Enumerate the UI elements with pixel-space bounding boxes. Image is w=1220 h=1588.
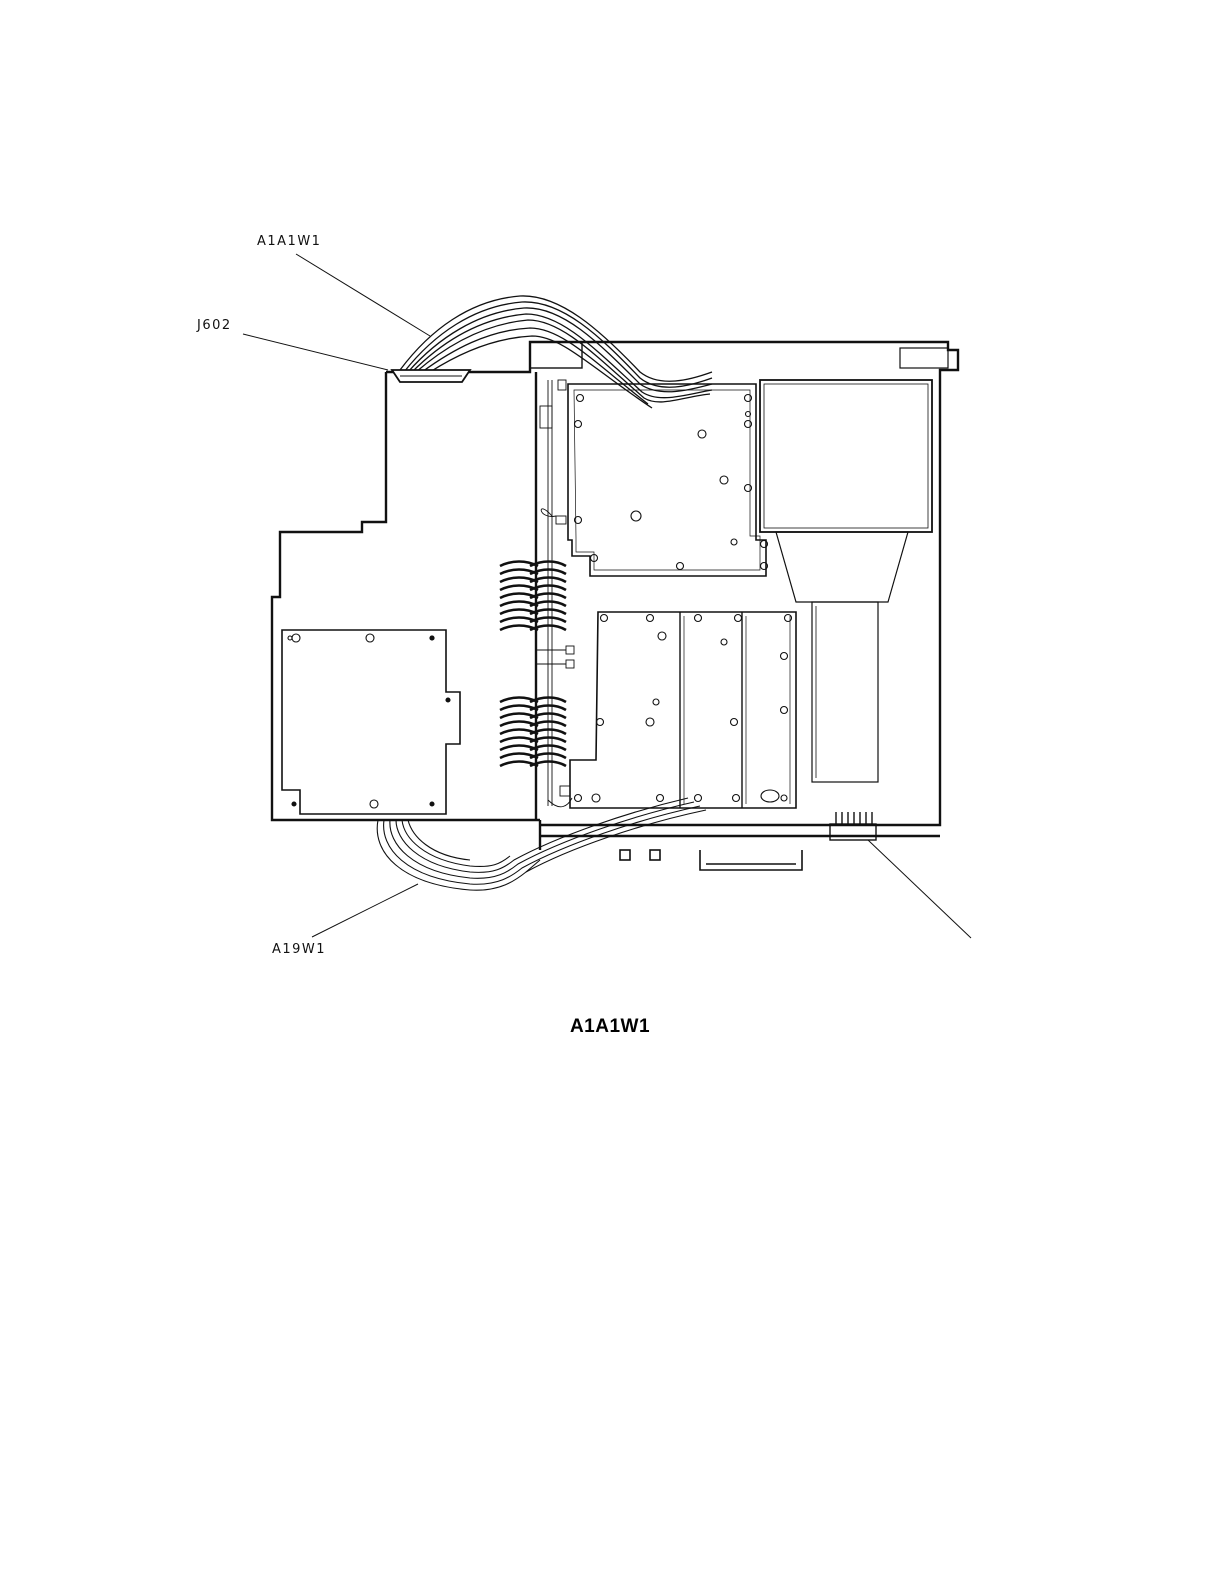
ribbon-fins-upper	[500, 562, 566, 631]
cable-a1a1w1	[400, 296, 712, 408]
power-supply-block	[760, 380, 932, 782]
figure-caption: A1A1W1	[0, 1016, 1220, 1038]
chassis-outline	[272, 342, 958, 850]
lower-boards	[570, 612, 796, 808]
cable-a19w1	[377, 798, 706, 890]
top-handle	[900, 348, 948, 368]
left-board	[282, 630, 460, 814]
upper-board	[568, 384, 768, 576]
ribbon-fins-lower	[500, 698, 566, 767]
bottom-feet	[620, 850, 802, 870]
